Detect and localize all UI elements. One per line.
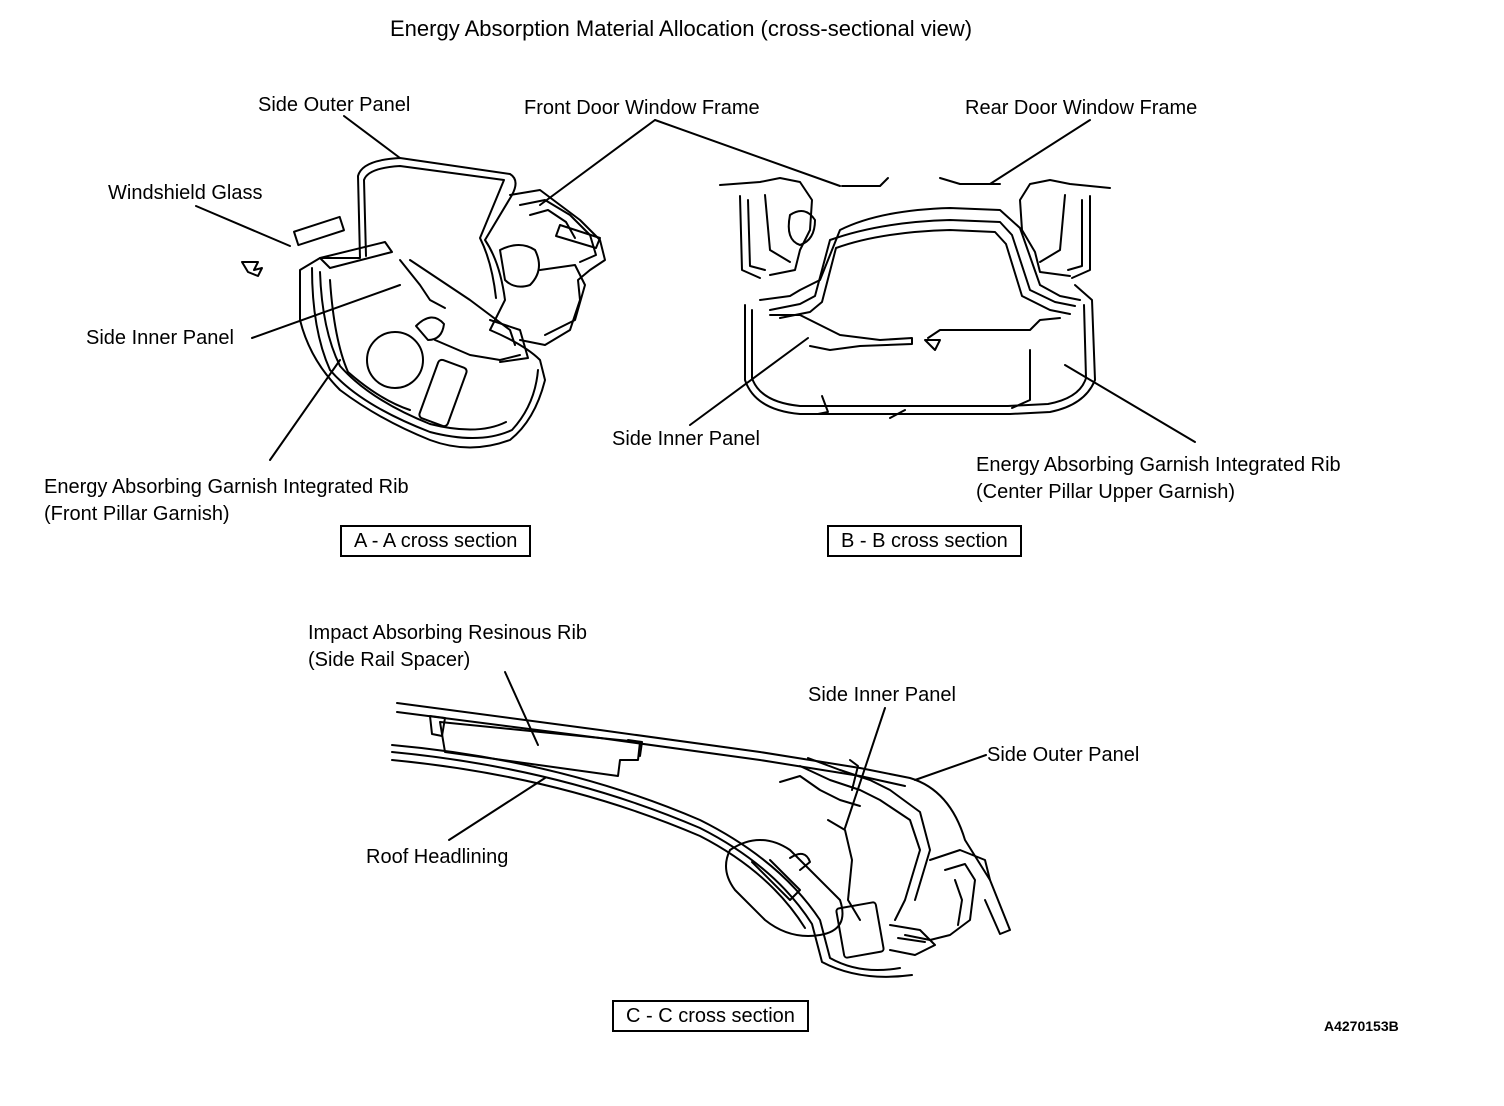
label-a-windshield-glass: Windshield Glass xyxy=(108,182,263,204)
label-b-garnish-line2: (Center Pillar Upper Garnish) xyxy=(976,481,1235,503)
label-c-side-inner-panel: Side Inner Panel xyxy=(808,684,956,706)
diagram-title: Energy Absorption Material Allocation (c… xyxy=(390,16,973,41)
section-c-drawing xyxy=(391,702,1011,978)
a-side-outer-panel-shape xyxy=(299,157,546,449)
leader-lines xyxy=(195,115,1196,841)
section-a-drawing xyxy=(241,157,606,449)
b-side-inner-panel-left xyxy=(769,314,913,351)
label-front-door-window-frame: Front Door Window Frame xyxy=(524,97,760,119)
label-c-side-outer-panel: Side Outer Panel xyxy=(987,744,1140,766)
label-a-side-outer-panel: Side Outer Panel xyxy=(258,94,411,116)
section-b-drawing xyxy=(719,177,1111,419)
caption-a-a: A - A cross section xyxy=(340,525,532,557)
label-c-roof-headlining: Roof Headlining xyxy=(366,846,509,868)
a-windshield-glass-shape xyxy=(293,215,345,247)
caption-b-b: B - B cross section xyxy=(827,525,1022,557)
c-roof-outer xyxy=(396,702,991,881)
label-b-garnish-line1: Energy Absorbing Garnish Integrated Rib xyxy=(976,454,1341,476)
c-roof-headlining-shape xyxy=(391,744,901,971)
label-b-side-inner-panel: Side Inner Panel xyxy=(612,428,760,450)
label-rear-door-window-frame: Rear Door Window Frame xyxy=(965,97,1198,119)
label-c-rib-line1: Impact Absorbing Resinous Rib xyxy=(308,622,588,644)
caption-c-c: C - C cross section xyxy=(612,1000,809,1032)
label-a-side-inner-panel: Side Inner Panel xyxy=(86,327,234,349)
a-garnish-shape xyxy=(311,267,539,439)
label-c-rib-line2: (Side Rail Spacer) xyxy=(308,649,471,671)
figure-code: A4270153B xyxy=(1324,1018,1399,1034)
label-a-garnish-line2: (Front Pillar Garnish) xyxy=(44,503,230,525)
label-a-garnish-line1: Energy Absorbing Garnish Integrated Rib xyxy=(44,476,409,498)
b-garnish-shape xyxy=(744,284,1096,415)
a-wire-harness xyxy=(366,331,424,389)
